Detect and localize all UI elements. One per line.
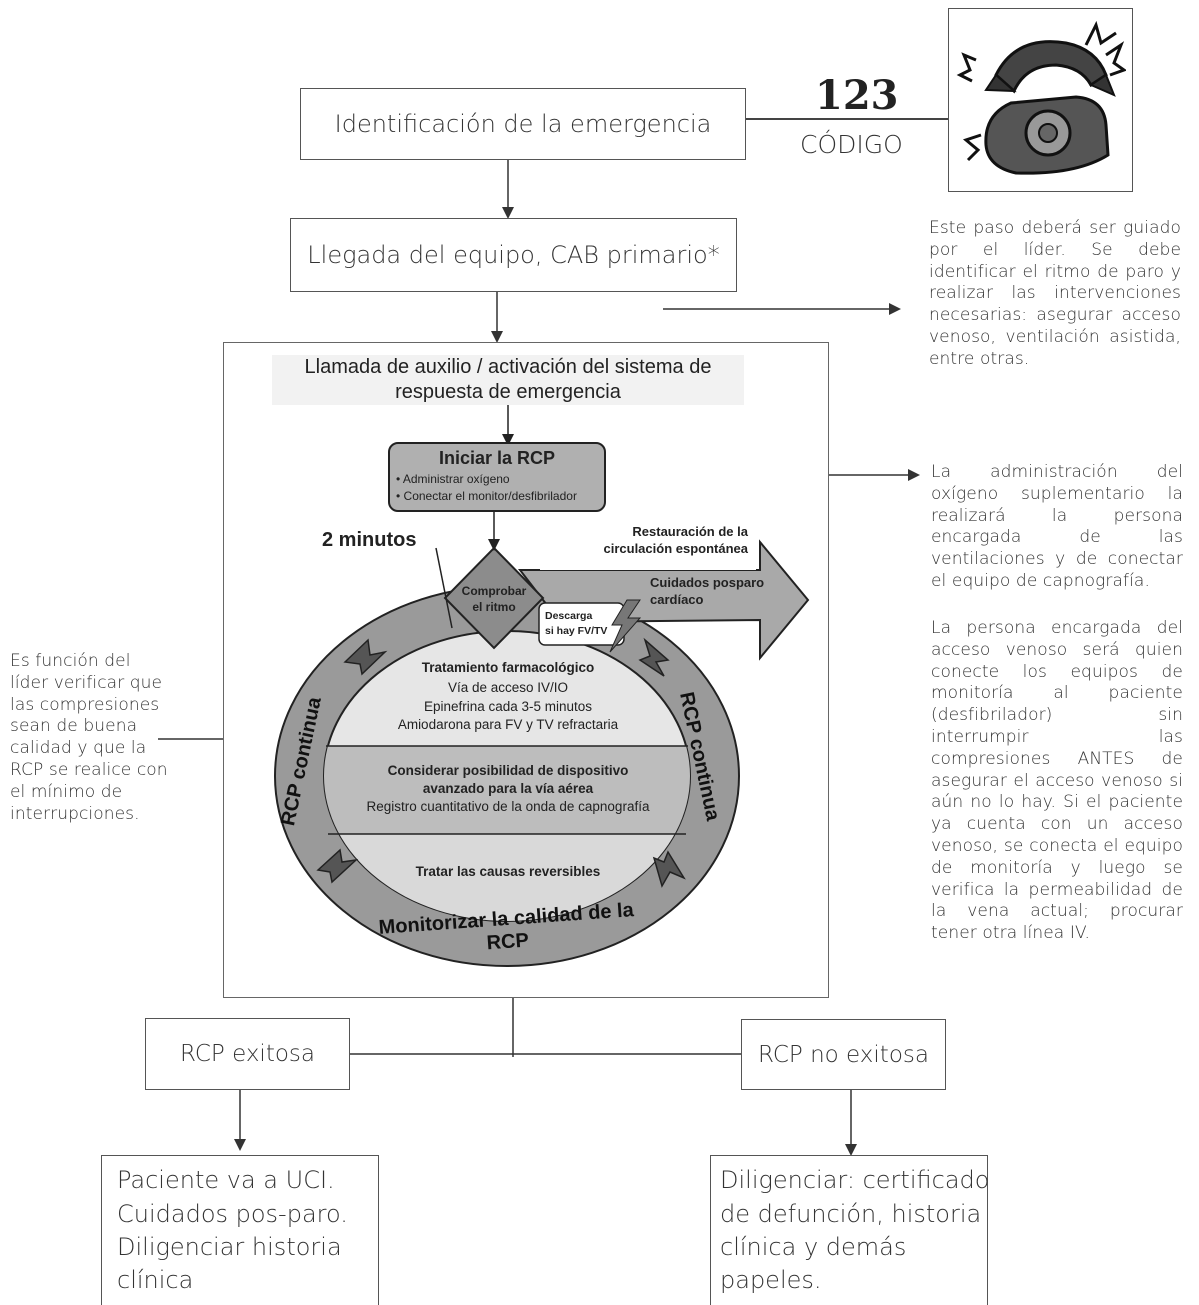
note-oxygen-admin: La administración del oxígeno suplementa…	[931, 462, 1183, 591]
failure-box: RCP no exitosa	[741, 1019, 946, 1090]
pharm-title: Tratamiento farmacológico	[421, 660, 595, 675]
success-box: RCP exitosa	[145, 1018, 350, 1090]
success-outcome-2: Cuidados pos-paro.	[117, 1200, 348, 1228]
team-arrival-box: Llegada del equipo, CAB primario*	[290, 218, 737, 292]
post-arrest-line1: Cuidados posparo	[650, 575, 765, 590]
success-outcome-1: Paciente va a UCI.	[117, 1166, 335, 1194]
rosc-line1: Restauración de la	[632, 524, 748, 539]
check-rhythm-diamond	[443, 546, 545, 650]
airway-item: Registro cuantitativo de la onda de capn…	[366, 799, 650, 814]
identification-box: Identificación de la emergencia	[300, 88, 746, 160]
success-outcome-3: Diligenciar historia	[117, 1233, 342, 1261]
check-rhythm-line1: Comprobar	[461, 584, 527, 598]
start-rcp-item-1: • Administrar oxígeno	[396, 472, 510, 486]
pharm-item-3: Amiodarona para FV y TV refractaria	[397, 717, 619, 732]
two-minutes-label: 2 minutos	[322, 529, 417, 551]
failure-outcome-4: papeles.	[720, 1266, 822, 1294]
airway-title-2: avanzado para la vía aérea	[422, 781, 594, 796]
note-leader-guided: Este paso deberá ser guiado por el líder…	[929, 218, 1181, 369]
airway-title-1: Considerar posibilidad de dispositivo	[387, 763, 629, 778]
identification-label: Identificación de la emergencia	[334, 110, 712, 138]
phone-icon-frame	[948, 8, 1133, 192]
ring-arrow-icon	[652, 850, 686, 888]
ringing-phone-icon	[956, 20, 1126, 175]
shock-line1: Descarga	[545, 610, 593, 622]
rosc-line2: circulación espontánea	[603, 541, 749, 556]
reversible-causes: Tratar las causas reversibles	[415, 864, 601, 879]
note-leader-verify: Es función del líder verificar que las c…	[10, 651, 168, 824]
post-arrest-line2: cardíaco	[650, 592, 704, 607]
note-venous-access: La persona encargada del acceso venoso s…	[931, 618, 1183, 944]
start-rcp-box	[388, 442, 606, 512]
start-rcp-item-2: • Conectar el monitor/desfibrilador	[396, 489, 577, 503]
pharm-item-2: Epinefrina cada 3-5 minutos	[423, 699, 593, 714]
failure-outcome-3: clínica y demás	[720, 1233, 907, 1261]
ring-arrow-icon	[316, 848, 359, 884]
connector-to-code	[746, 118, 948, 120]
shock-line2: si hay FV/TV	[545, 625, 608, 637]
success-label: RCP exitosa	[180, 1041, 315, 1067]
ring-arrow-icon	[343, 638, 388, 676]
success-outcome-4: clínica	[117, 1266, 194, 1294]
code-label: CÓDIGO	[800, 130, 903, 159]
call-title-bg	[272, 355, 744, 405]
pharm-item-1: Vía de acceso IV/IO	[447, 680, 569, 695]
failure-outcome-box	[710, 1155, 988, 1305]
success-outcome-box	[101, 1155, 379, 1305]
check-rhythm-line2: el ritmo	[472, 600, 516, 614]
call-title-line1: Llamada de auxilio / activación del sist…	[304, 356, 712, 378]
start-rcp-title: Iniciar la RCP	[438, 448, 556, 468]
code-number: 123	[815, 72, 899, 119]
lightning-icon	[609, 599, 642, 653]
ring-arrow-icon	[638, 637, 670, 677]
team-arrival-label: Llegada del equipo, CAB primario*	[307, 241, 720, 269]
failure-outcome-1: Diligenciar: certificado	[720, 1166, 990, 1194]
failure-outcome-2: de defunción, historia	[720, 1200, 982, 1228]
failure-label: RCP no exitosa	[758, 1041, 929, 1068]
call-title-line2: respuesta de emergencia	[395, 381, 621, 403]
